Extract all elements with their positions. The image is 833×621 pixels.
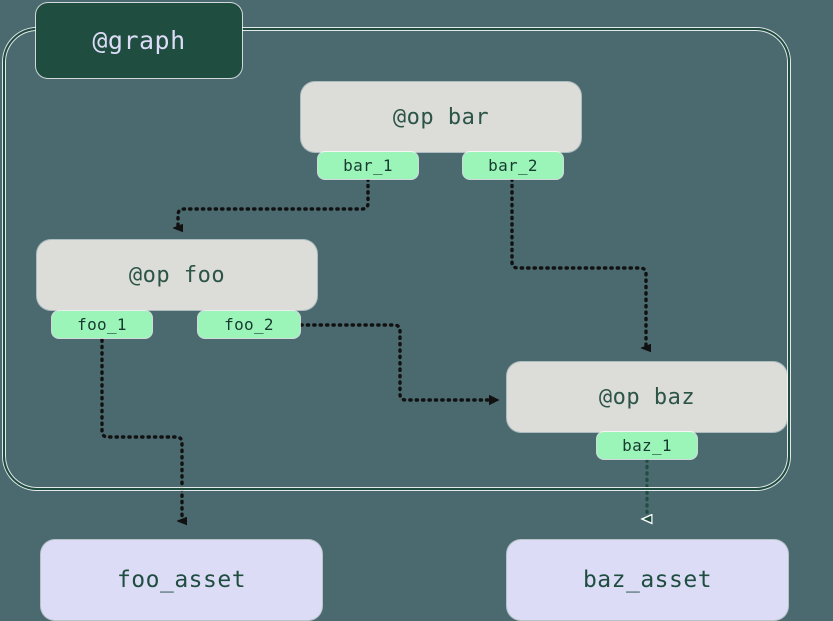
- asset-label-baz-asset: baz_asset: [582, 567, 713, 593]
- output-port-label-baz-1: baz_1: [622, 436, 672, 455]
- op-node-bar[interactable]: @op bar: [301, 82, 581, 152]
- op-label-baz: @op baz: [598, 384, 696, 410]
- output-port-foo-1[interactable]: foo_1: [52, 311, 152, 338]
- graph-title-label: @graph: [92, 26, 186, 55]
- op-label-foo: @op foo: [128, 262, 226, 288]
- output-port-bar-1[interactable]: bar_1: [318, 152, 418, 179]
- op-label-bar: @op bar: [392, 104, 490, 130]
- graph-title-node[interactable]: @graph: [36, 3, 242, 78]
- output-port-label-foo-2: foo_2: [224, 315, 274, 334]
- asset-node-baz-asset[interactable]: baz_asset: [507, 540, 788, 620]
- output-port-label-bar-1: bar_1: [343, 156, 393, 175]
- asset-label-foo-asset: foo_asset: [116, 567, 247, 593]
- output-port-baz-1[interactable]: baz_1: [597, 432, 697, 459]
- graph-cluster-border: [3, 28, 790, 490]
- output-port-label-bar-2: bar_2: [488, 156, 538, 175]
- output-port-bar-2[interactable]: bar_2: [463, 152, 563, 179]
- asset-node-foo-asset[interactable]: foo_asset: [41, 540, 322, 620]
- op-node-foo[interactable]: @op foo: [37, 240, 317, 310]
- op-node-baz[interactable]: @op baz: [507, 362, 787, 432]
- output-port-label-foo-1: foo_1: [77, 315, 127, 334]
- output-port-foo-2[interactable]: foo_2: [198, 311, 300, 338]
